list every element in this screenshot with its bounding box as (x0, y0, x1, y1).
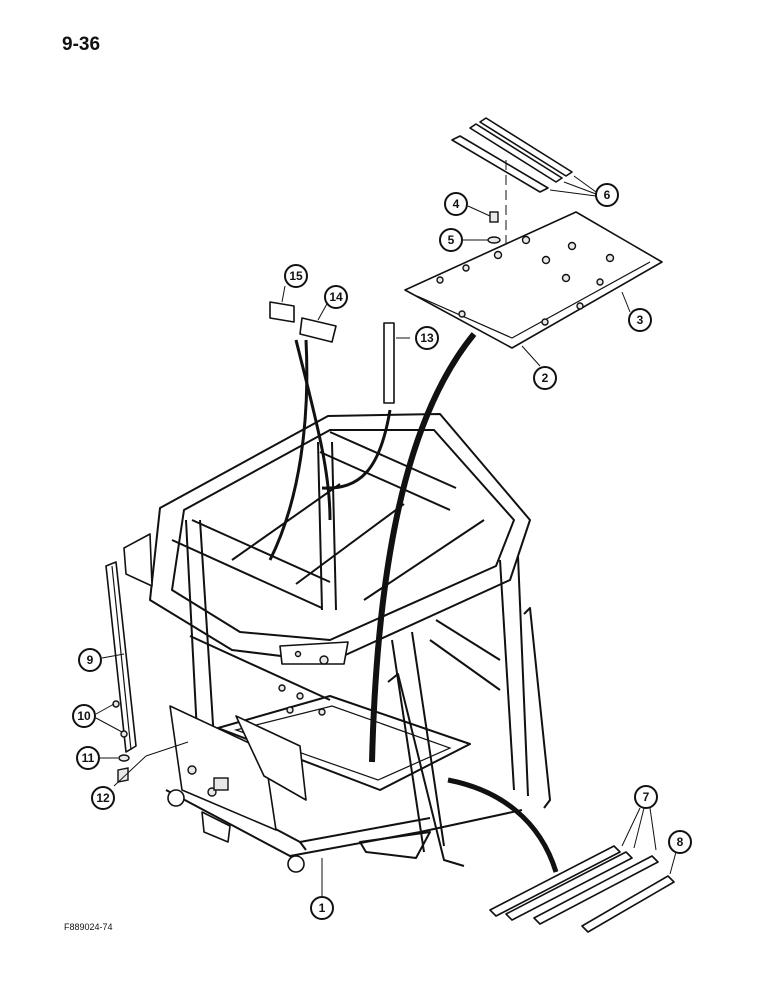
cab-frame-1 (123, 413, 551, 873)
callout-2: 2 (533, 366, 557, 390)
svg-text:8: 8 (677, 835, 684, 849)
svg-text:12: 12 (96, 791, 110, 805)
callout-1: 1 (310, 896, 334, 920)
callout-3: 3 (628, 308, 652, 332)
figure-code: F889024-74 (64, 922, 113, 932)
svg-text:6: 6 (604, 188, 611, 202)
callout-14: 14 (324, 285, 348, 309)
svg-text:1: 1 (319, 901, 326, 915)
callout-12: 12 (91, 786, 115, 810)
roof-plate-3 (404, 211, 663, 349)
svg-text:10: 10 (77, 709, 91, 723)
callout-7: 7 (634, 785, 658, 809)
svg-text:5: 5 (448, 233, 455, 247)
floor-strips-7-8 (489, 807, 677, 933)
svg-text:14: 14 (329, 290, 343, 304)
callout-13: 13 (415, 326, 439, 350)
svg-text:3: 3 (637, 313, 644, 327)
svg-text:7: 7 (643, 790, 650, 804)
wiring-harness (268, 332, 559, 873)
small-strips (269, 285, 410, 404)
callout-5: 5 (439, 228, 463, 252)
svg-text:2: 2 (542, 371, 549, 385)
callout-6: 6 (595, 183, 619, 207)
callout-11: 11 (76, 746, 100, 770)
callout-15: 15 (284, 264, 308, 288)
svg-text:9: 9 (87, 653, 94, 667)
trim-strips-6 (451, 117, 597, 300)
side-bar-9 (95, 561, 189, 787)
callout-8: 8 (668, 830, 692, 854)
svg-text:4: 4 (453, 197, 460, 211)
callout-9: 9 (78, 648, 102, 672)
svg-text:11: 11 (82, 751, 95, 765)
page-number: 9-36 (62, 34, 101, 55)
svg-text:13: 13 (420, 331, 434, 345)
bolt-4-washer-5 (462, 205, 501, 244)
callout-4: 4 (444, 192, 468, 216)
svg-text:15: 15 (289, 269, 303, 283)
callout-10: 10 (72, 704, 96, 728)
